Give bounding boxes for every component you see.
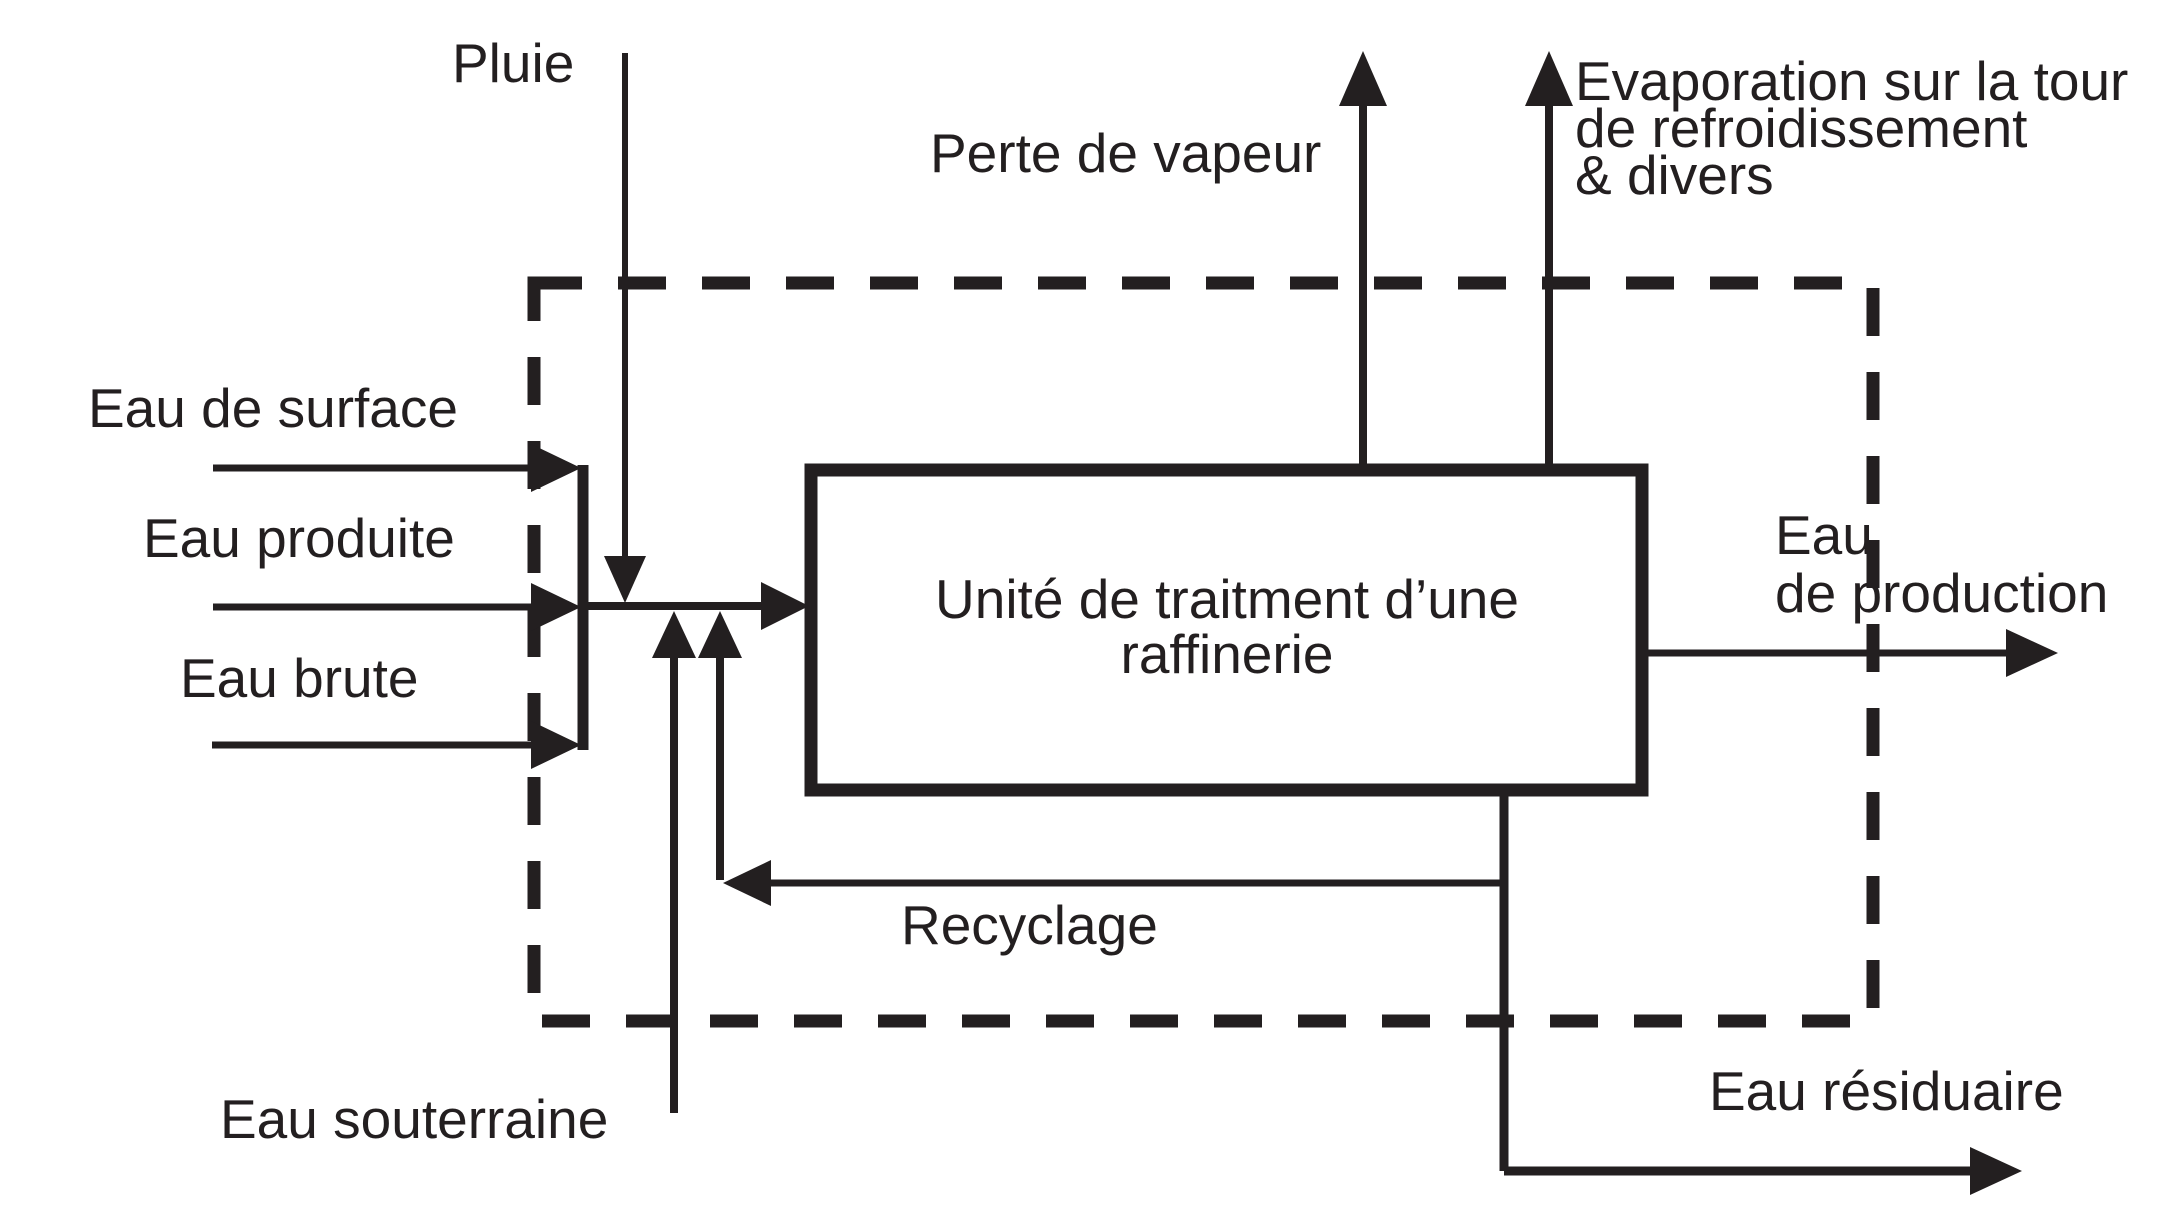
steam-loss-arrowhead bbox=[1339, 51, 1387, 106]
process-box-label: Unité de traitment d’une raffinerie bbox=[816, 572, 1638, 682]
production-water-label: Eau de production bbox=[1775, 506, 2108, 622]
evaporation-label-line1: Evaporation sur la tour bbox=[1575, 50, 2129, 112]
evaporation-label-line2: de refroidissement bbox=[1575, 97, 2028, 159]
recycle-left-arrowhead bbox=[723, 860, 771, 906]
evaporation-label-line3: & divers bbox=[1575, 144, 1774, 206]
rain-label: Pluie bbox=[452, 32, 575, 94]
evaporation-label: Evaporation sur la tour de refroidisseme… bbox=[1575, 50, 2129, 206]
process-box-label-line2: raffinerie bbox=[1120, 623, 1334, 685]
surface-water-arrowhead bbox=[531, 444, 581, 492]
main-feed-arrowhead bbox=[761, 582, 809, 630]
production-water-arrowhead bbox=[2006, 629, 2058, 677]
surface-water-label: Eau de surface bbox=[88, 377, 458, 439]
recycle-riser-arrowhead bbox=[698, 611, 742, 658]
groundwater-arrowhead bbox=[652, 611, 696, 658]
production-water-label-line2: de production bbox=[1775, 562, 2109, 624]
process-box-label-line1: Unité de traitment d’une bbox=[935, 568, 1519, 630]
wastewater-arrowhead bbox=[1970, 1147, 2022, 1195]
raw-water-arrowhead bbox=[531, 721, 581, 769]
rain-arrowhead bbox=[604, 556, 646, 603]
recycle-label: Recyclage bbox=[901, 894, 1158, 956]
production-water-label-line1: Eau bbox=[1775, 504, 1873, 566]
evaporation-arrowhead bbox=[1525, 51, 1573, 106]
process-box bbox=[804, 463, 1649, 797]
produced-water-arrowhead bbox=[531, 583, 581, 631]
wastewater-label: Eau résiduaire bbox=[1709, 1060, 2064, 1122]
raw-water-label: Eau brute bbox=[180, 647, 419, 709]
produced-water-label: Eau produite bbox=[143, 507, 455, 569]
steam-loss-label: Perte de vapeur bbox=[930, 122, 1322, 184]
groundwater-label: Eau souterraine bbox=[220, 1088, 609, 1150]
